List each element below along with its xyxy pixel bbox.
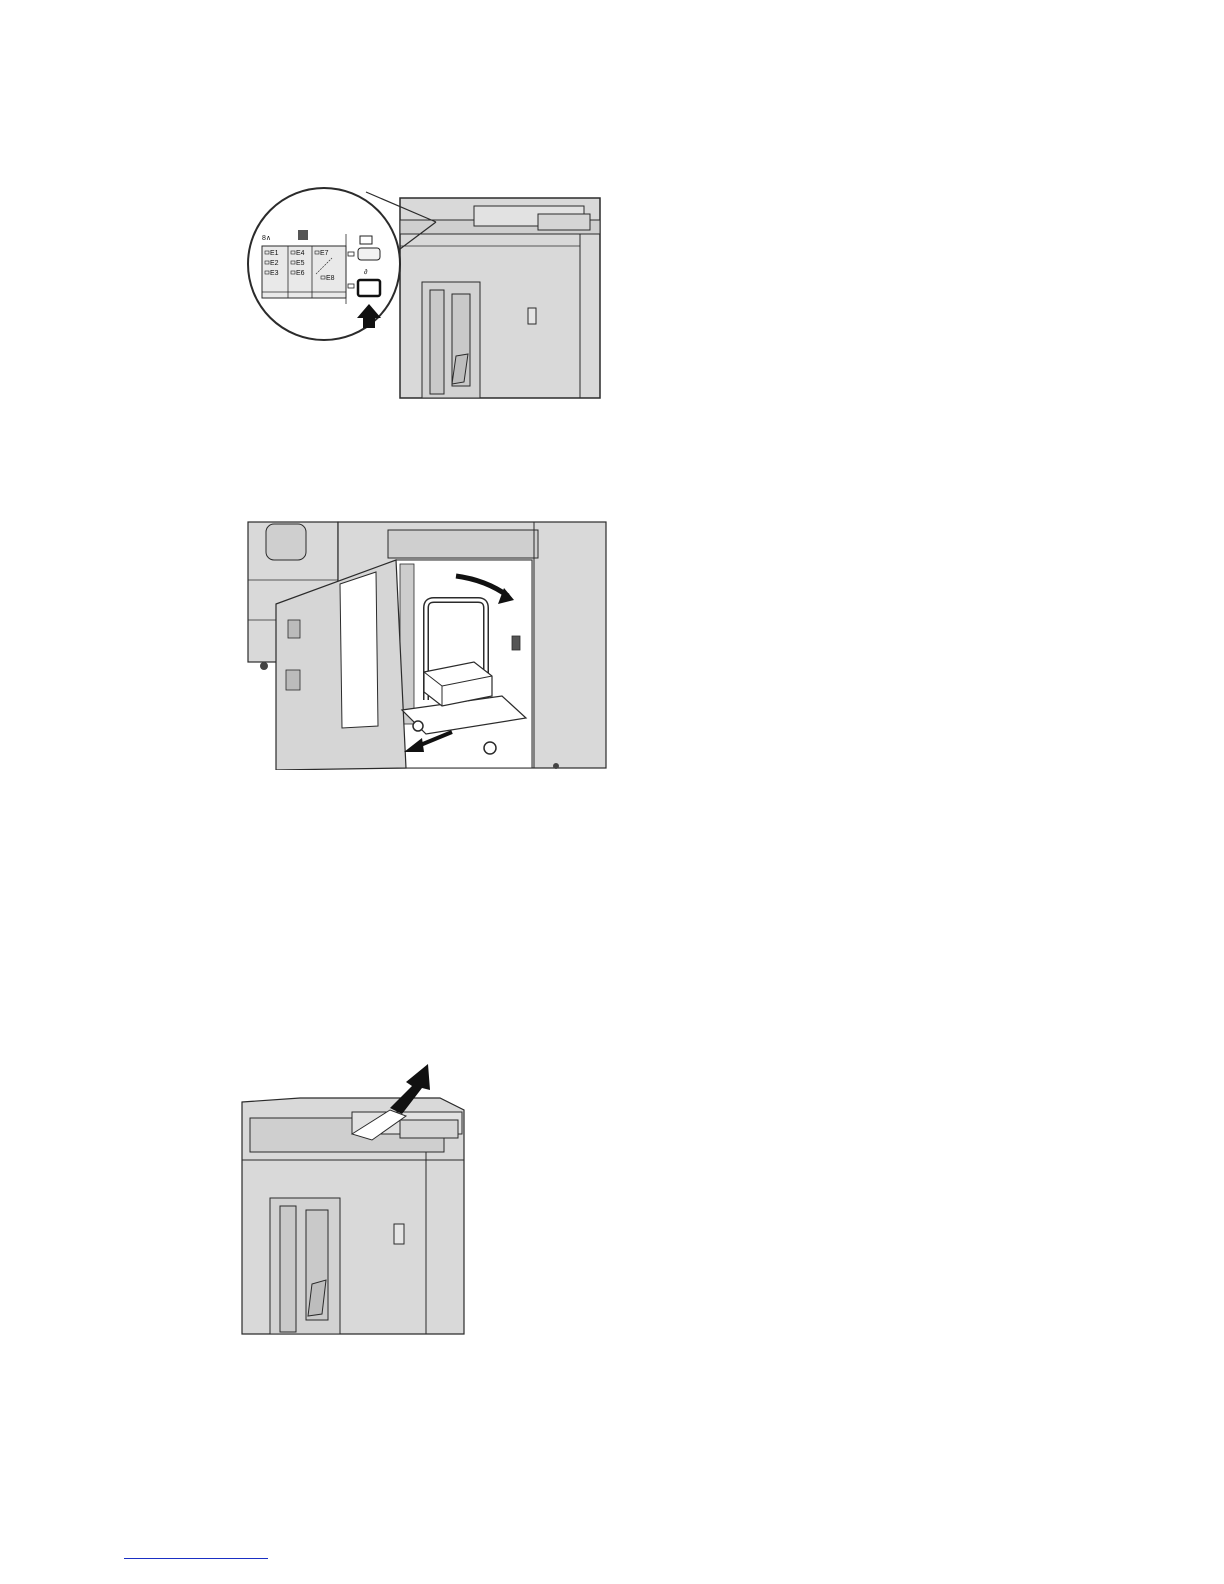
footnote-rule	[124, 1558, 268, 1559]
printer-status-icon	[298, 230, 308, 240]
jam-status-icon: 8∧	[262, 235, 271, 242]
machine-front-illustration	[400, 198, 600, 398]
panel-indicator-e1: E1	[270, 250, 279, 257]
panel-indicator-e8: E8	[326, 275, 335, 282]
figure-panel-button-press: 8∧ E1 E2 E3 E4 E5 E6 E7 E8 ∂	[246, 186, 602, 400]
panel-indicator-e7: E7	[320, 250, 329, 257]
panel-indicator-e4: E4	[296, 250, 305, 257]
panel-indicator-e2: E2	[270, 260, 279, 267]
figure-remove-jammed-paper	[240, 1058, 466, 1336]
figure-pull-out-cart	[246, 520, 608, 770]
panel-button-top[interactable]	[358, 248, 380, 260]
panel-indicator-e6: E6	[296, 270, 305, 277]
unlock-icon: ∂	[364, 269, 368, 276]
panel-indicator-e3: E3	[270, 270, 279, 277]
machine-top-illustration	[242, 1098, 464, 1334]
machine-open-door-illustration	[248, 522, 606, 770]
unlock-button[interactable]	[358, 280, 380, 296]
panel-indicator-e5: E5	[296, 260, 305, 267]
